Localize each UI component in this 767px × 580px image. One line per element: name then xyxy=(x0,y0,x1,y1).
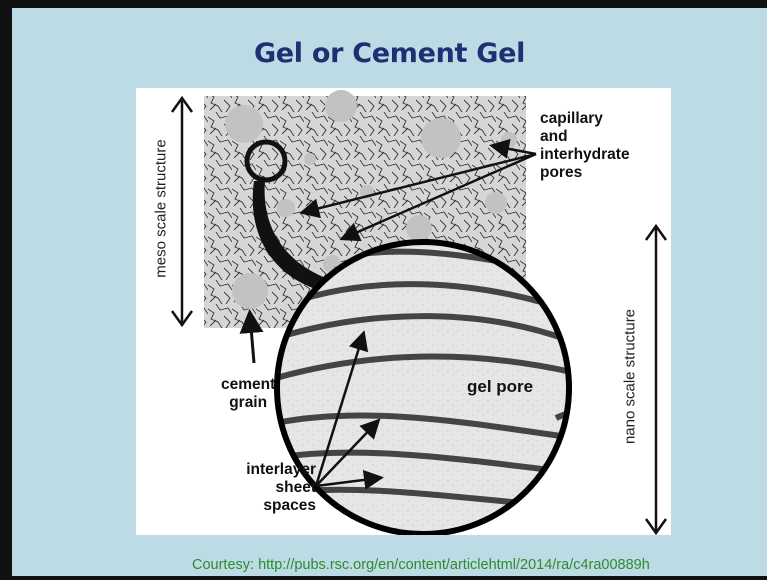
cement-grain-label: cement grain xyxy=(221,376,275,412)
slide: Gel or Cement Gel xyxy=(12,8,767,576)
capillary-pores-label: capillary and interhydrate pores xyxy=(540,110,630,182)
slide-title: Gel or Cement Gel xyxy=(12,38,767,69)
interlayer-sheet-spaces-label: interlayer sheet spaces xyxy=(212,461,316,515)
gel-pore-label: gel pore xyxy=(467,378,533,396)
meso-scale-arrow xyxy=(172,98,192,325)
gel-structure-figure: capillary and interhydrate pores cement … xyxy=(136,88,671,535)
meso-scale-label: meso scale structure xyxy=(153,129,170,289)
courtesy-link-text: Courtesy: http://pubs.rsc.org/en/content… xyxy=(192,557,650,573)
nano-structure-circle xyxy=(276,242,596,534)
nano-scale-arrow xyxy=(646,226,666,533)
nano-scale-label: nano scale structure xyxy=(622,297,639,457)
